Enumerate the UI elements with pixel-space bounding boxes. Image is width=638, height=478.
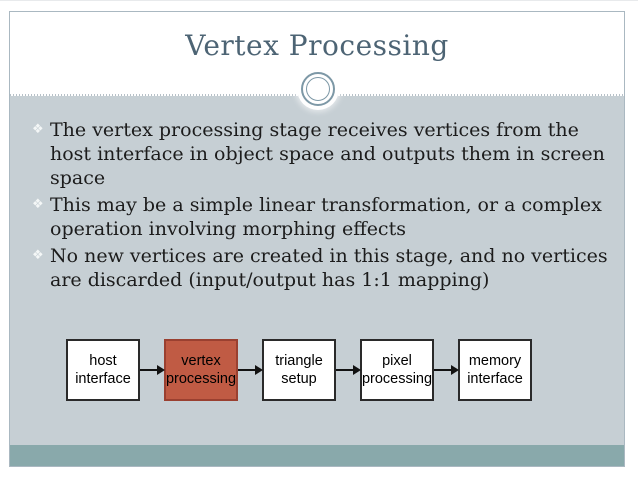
arrow-line bbox=[336, 369, 357, 371]
bullet-item-1: ❖ The vertex processing stage receives ve… bbox=[32, 118, 616, 190]
bullet-item-2: ❖ This may be a simple linear transformat… bbox=[32, 193, 616, 241]
slide-frame: Vertex Processing ❖ The vertex processing… bbox=[9, 11, 625, 467]
pipeline-stage-vertex-processing: vertex processing bbox=[164, 339, 238, 401]
flow-arrow-icon bbox=[336, 339, 361, 401]
pipeline-stage-memory-interface: memory interface bbox=[458, 339, 532, 401]
pipeline-stage-host-interface: host interface bbox=[66, 339, 140, 401]
pipeline-stage-triangle-setup: triangle setup bbox=[262, 339, 336, 401]
arrow-line bbox=[238, 369, 259, 371]
bullet-text: The vertex processing stage receives ver… bbox=[50, 119, 605, 189]
arrow-head bbox=[255, 365, 263, 375]
bullet-text: No new vertices are created in this stag… bbox=[50, 245, 608, 291]
flow-arrow-icon bbox=[434, 339, 459, 401]
pipeline-stage-pixel-processing: pixel processing bbox=[360, 339, 434, 401]
circle-ornament-icon bbox=[301, 72, 335, 106]
diamond-bullet-icon: ❖ bbox=[32, 197, 44, 212]
arrow-head bbox=[157, 365, 165, 375]
bullet-text: This may be a simple linear transformati… bbox=[50, 194, 602, 240]
flow-arrow-icon bbox=[238, 339, 263, 401]
diamond-bullet-icon: ❖ bbox=[32, 248, 44, 263]
circle-ornament-inner-ring bbox=[306, 77, 330, 101]
pipeline-diagram: host interface vertex processing triangle … bbox=[66, 339, 532, 401]
slide-title: Vertex Processing bbox=[185, 29, 449, 62]
flow-arrow-icon bbox=[140, 339, 165, 401]
arrow-line bbox=[434, 369, 455, 371]
top-hairline bbox=[0, 0, 638, 1]
arrow-head bbox=[451, 365, 459, 375]
arrow-line bbox=[140, 369, 161, 371]
diamond-bullet-icon: ❖ bbox=[32, 122, 44, 137]
bullet-item-3: ❖ No new vertices are created in this sta… bbox=[32, 244, 616, 292]
bottom-accent-band bbox=[10, 445, 624, 466]
arrow-head bbox=[353, 365, 361, 375]
bullet-list: ❖ The vertex processing stage receives ve… bbox=[32, 118, 616, 295]
